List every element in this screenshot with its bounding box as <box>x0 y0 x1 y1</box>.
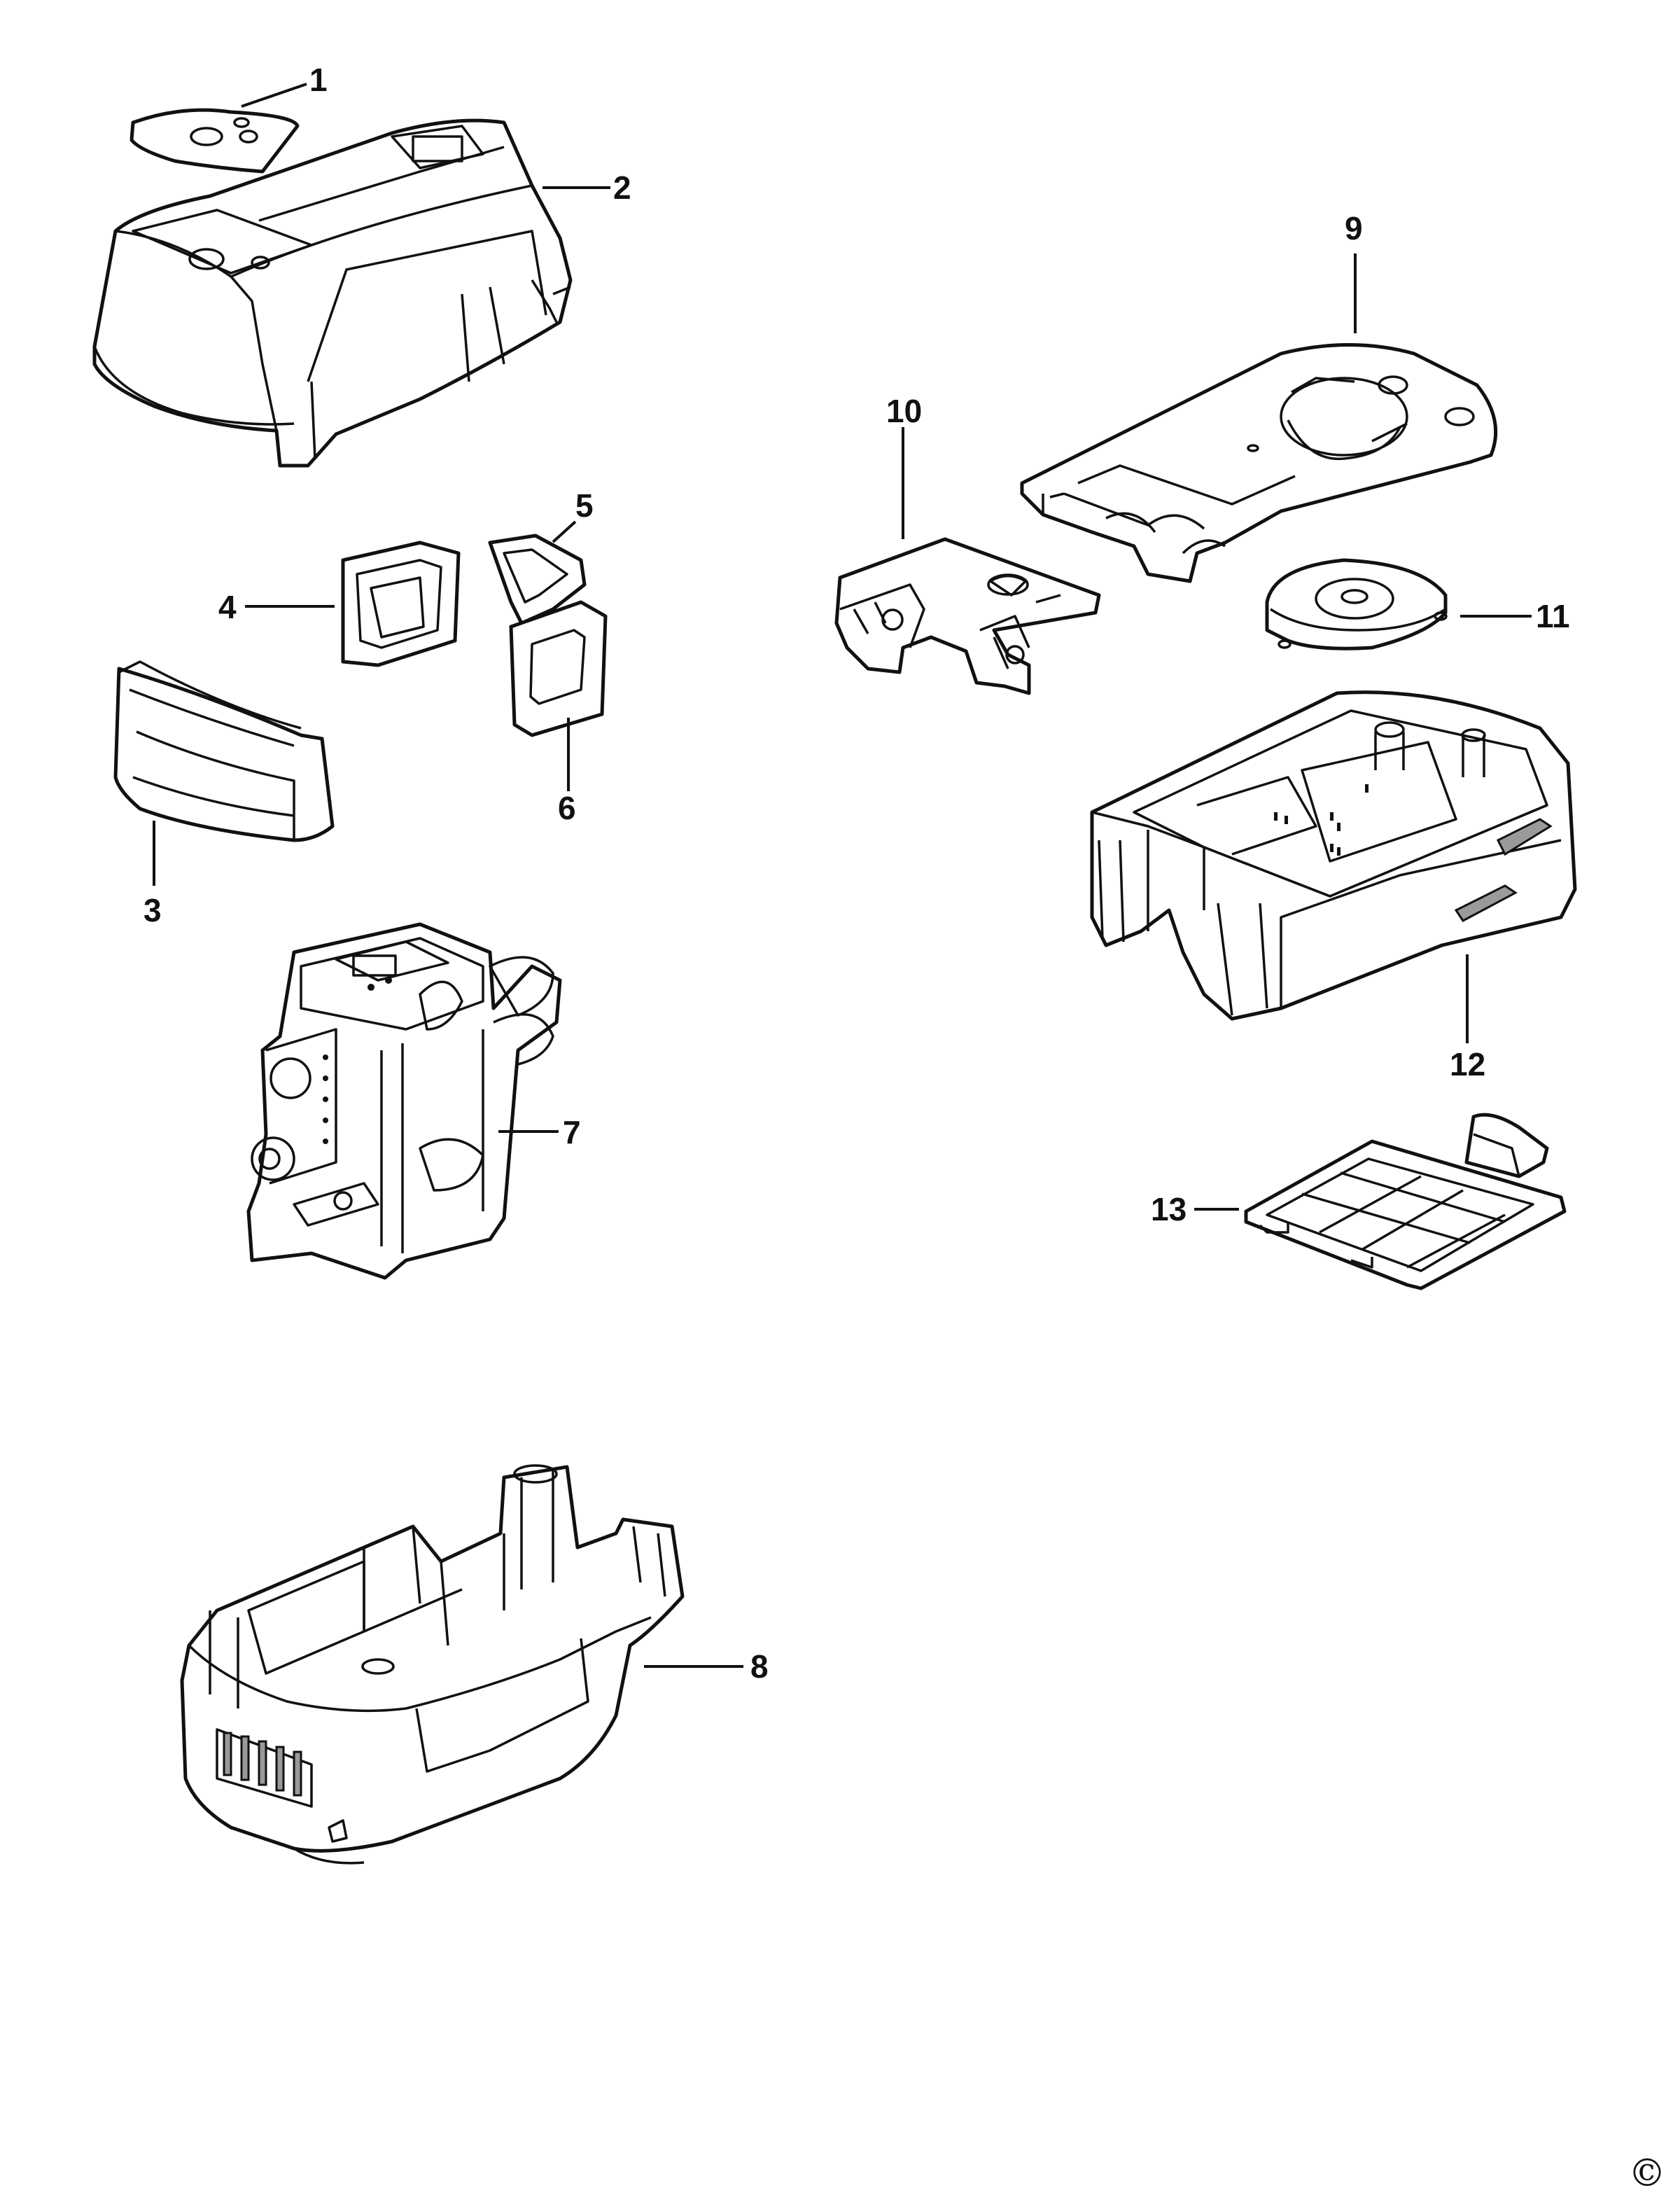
leader-line-1 <box>241 83 307 108</box>
label-2: 2 <box>613 169 631 206</box>
part-6-frame <box>509 600 608 737</box>
label-13: 13 <box>1151 1191 1186 1227</box>
part-2-top-cover <box>92 118 573 468</box>
part-11-rotating-base <box>1265 558 1448 650</box>
part-12-battery-housing <box>1090 690 1577 1021</box>
label-12: 12 <box>1450 1046 1485 1082</box>
part-7-laser-module <box>246 922 562 1280</box>
label-4: 4 <box>218 589 237 625</box>
part-10-mounting-clip <box>834 537 1101 695</box>
callout-labels: 1 2 3 4 5 6 7 8 9 10 11 12 13 <box>144 62 1570 1685</box>
leader-lines <box>153 83 1532 1668</box>
part-1-label-plate <box>130 108 300 174</box>
label-9: 9 <box>1345 210 1363 246</box>
label-8: 8 <box>750 1648 769 1685</box>
part-5-bracket <box>488 534 587 625</box>
part-13-battery-door <box>1244 1113 1567 1290</box>
label-3: 3 <box>144 892 162 928</box>
part-9-base-plate <box>1020 343 1498 583</box>
copyright-symbol: © <box>1628 2151 1666 2195</box>
label-10: 10 <box>886 393 922 429</box>
part-3-front-window <box>113 660 335 842</box>
label-11: 11 <box>1536 598 1570 634</box>
leader-line-5 <box>552 520 577 543</box>
label-7: 7 <box>563 1114 581 1150</box>
label-5: 5 <box>575 487 594 524</box>
part-4-square-window <box>341 541 461 667</box>
part-8-bottom-housing <box>180 1464 685 1865</box>
label-6: 6 <box>558 790 576 826</box>
label-1: 1 <box>309 62 328 98</box>
